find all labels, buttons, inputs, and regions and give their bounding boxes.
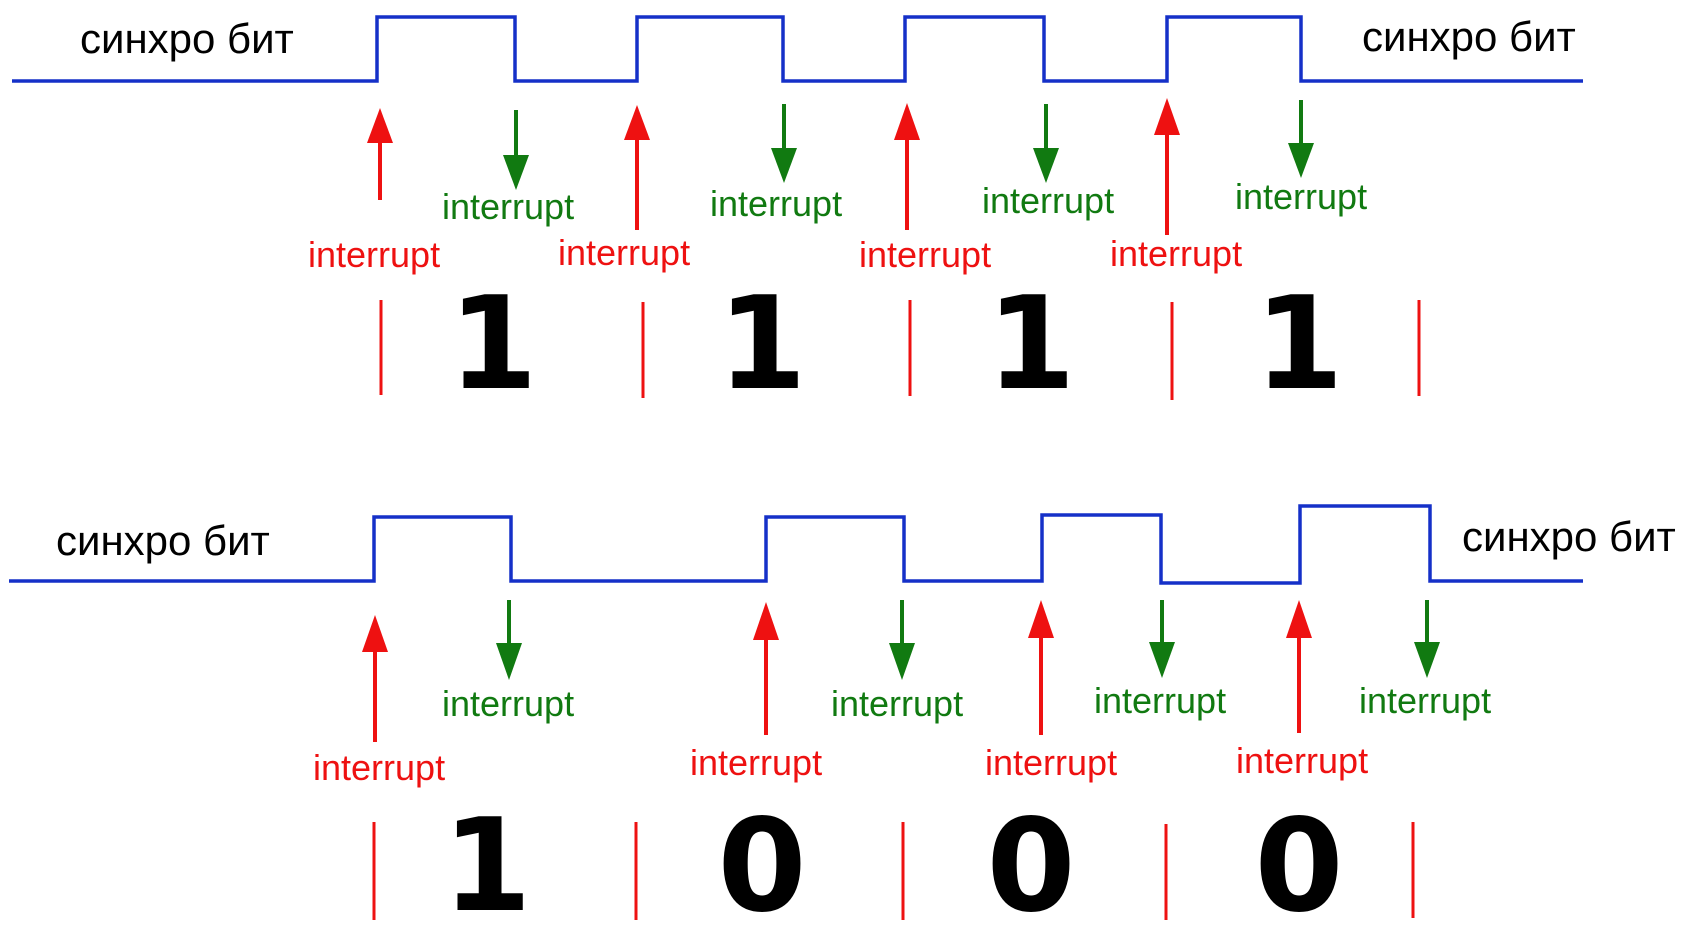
rising-interrupt-arrow <box>753 602 779 735</box>
falling-interrupt-arrow <box>1033 104 1059 183</box>
sync-label-bottom-right: синхро бит <box>1462 513 1676 560</box>
bit-value: 1 <box>1254 270 1343 419</box>
falling-interrupt-arrow <box>1288 100 1314 178</box>
bit-value: 1 <box>442 792 531 937</box>
interrupt-label-rising: interrupt <box>1236 740 1368 781</box>
interrupt-label-falling: interrupt <box>831 683 963 724</box>
rising-interrupt-arrow <box>367 108 393 200</box>
interrupt-label-rising: interrupt <box>308 234 440 275</box>
falling-interrupt-arrow <box>1149 600 1175 678</box>
falling-interrupt-arrow <box>889 600 915 680</box>
sync-label-top-left: синхро бит <box>80 15 294 62</box>
interrupt-label-falling: interrupt <box>1094 680 1226 721</box>
bit-value: 0 <box>986 792 1075 937</box>
bit-value: 0 <box>717 792 806 937</box>
interrupt-label-rising: interrupt <box>1110 233 1242 274</box>
interrupt-label-falling: interrupt <box>982 180 1114 221</box>
interrupt-label-rising: interrupt <box>690 742 822 783</box>
rising-interrupt-arrow <box>1028 600 1054 735</box>
signal-waveform-top <box>12 15 1583 83</box>
sync-label-bottom-left: синхро бит <box>56 517 270 564</box>
diagram-top: синхро бит синхро бит interrupt interrup… <box>12 13 1583 419</box>
falling-interrupt-arrow <box>1414 600 1440 678</box>
interrupt-label-rising: interrupt <box>859 234 991 275</box>
interrupt-label-falling: interrupt <box>442 683 574 724</box>
interrupt-label-falling: interrupt <box>1359 680 1491 721</box>
falling-interrupt-arrow <box>503 110 529 190</box>
diagram-bottom: синхро бит синхро бит interrupt interrup… <box>9 504 1676 937</box>
interrupt-label-rising: interrupt <box>985 742 1117 783</box>
falling-interrupt-arrow <box>496 600 522 680</box>
interrupt-label-rising: interrupt <box>558 232 690 273</box>
bit-value: 0 <box>1254 792 1343 937</box>
bit-value: 1 <box>986 270 1075 419</box>
sync-label-top-right: синхро бит <box>1362 13 1576 60</box>
bit-value: 1 <box>717 270 806 419</box>
bit-value: 1 <box>448 270 537 419</box>
interrupt-label-rising: interrupt <box>313 747 445 788</box>
rising-interrupt-arrow <box>1286 600 1312 733</box>
interrupt-label-falling: interrupt <box>1235 176 1367 217</box>
rising-interrupt-arrow <box>624 105 650 230</box>
interrupt-label-falling: interrupt <box>442 186 574 227</box>
rising-interrupt-arrow <box>1154 98 1180 235</box>
signal-waveform-bottom <box>9 504 1583 585</box>
rising-interrupt-arrow <box>894 103 920 230</box>
falling-interrupt-arrow <box>771 104 797 183</box>
interrupt-label-falling: interrupt <box>710 183 842 224</box>
rising-interrupt-arrow <box>362 615 388 742</box>
